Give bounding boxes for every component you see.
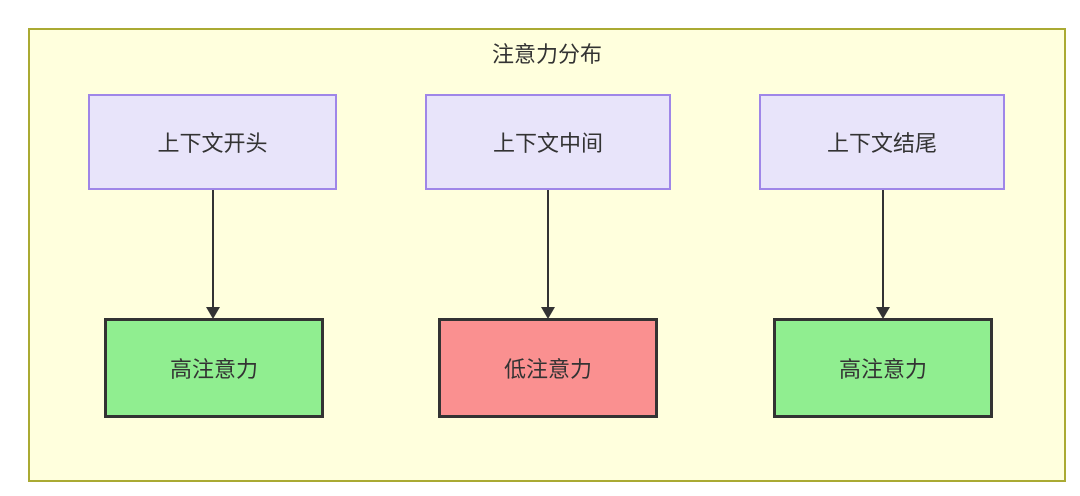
subgraph-title: 注意力分布	[491, 42, 602, 67]
arrowhead-down-icon	[206, 307, 220, 319]
node-attention-high-end[interactable]: 高注意力	[773, 318, 993, 418]
arrow-context-beginning-to-attention	[206, 190, 220, 319]
node-context-middle[interactable]: 上下文中间	[425, 94, 671, 190]
node-attention-low-middle[interactable]: 低注意力	[438, 318, 658, 418]
arrowhead-down-icon	[541, 307, 555, 319]
arrow-stem	[212, 190, 214, 307]
arrow-context-middle-to-attention	[541, 190, 555, 319]
arrow-context-end-to-attention	[876, 190, 890, 319]
node-attention-high-beginning[interactable]: 高注意力	[104, 318, 324, 418]
arrowhead-down-icon	[876, 307, 890, 319]
node-context-beginning[interactable]: 上下文开头	[88, 94, 337, 190]
arrow-stem	[882, 190, 884, 307]
arrow-stem	[547, 190, 549, 307]
node-context-end[interactable]: 上下文结尾	[759, 94, 1005, 190]
